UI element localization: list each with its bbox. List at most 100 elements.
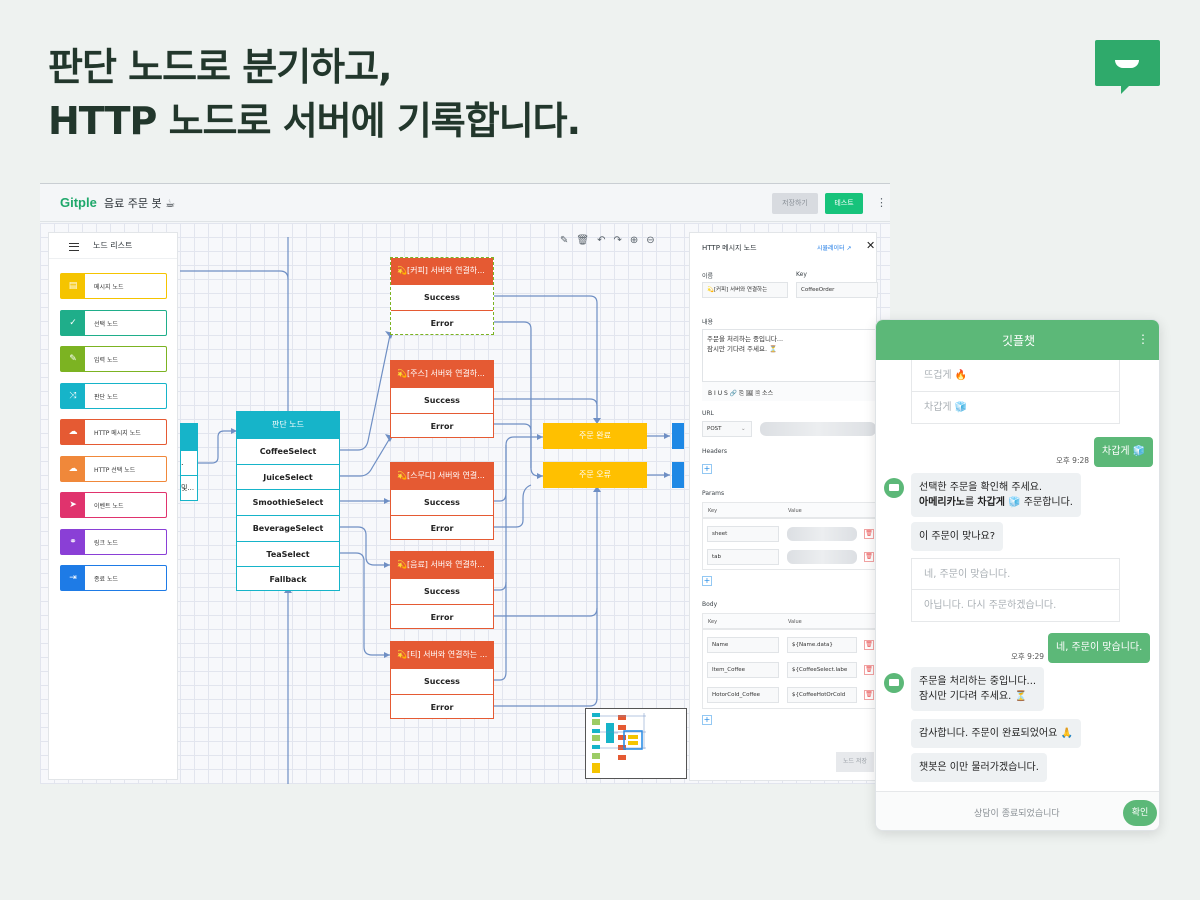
delete-icon[interactable]: 🗑: [864, 665, 874, 675]
save-button[interactable]: 저장하기: [772, 193, 818, 214]
choice-option[interactable]: 뜨겁게 🔥: [911, 360, 1120, 392]
param-value[interactable]: [787, 550, 857, 564]
param-key[interactable]: sheet: [707, 526, 779, 542]
partial-node[interactable]: . 및...: [180, 423, 198, 501]
delete-icon[interactable]: 🗑: [864, 552, 874, 562]
zoom-in-icon[interactable]: ⊕: [629, 235, 647, 246]
judge-row-juice[interactable]: JuiceSelect: [237, 463, 339, 490]
zoom-out-icon[interactable]: ⊖: [646, 235, 663, 246]
partial-node-row: 및...: [181, 475, 197, 500]
url-field[interactable]: [760, 422, 876, 436]
body-key[interactable]: HotorCold_Coffee: [707, 687, 779, 703]
judge-node[interactable]: 판단 노드 CoffeeSelect JuiceSelect SmoothieS…: [236, 411, 340, 591]
bot-message-line: 아메리카노를 차갑게 🧊 주문합니다.: [919, 495, 1073, 510]
editor-toolbar[interactable]: B I U S 🔗 ⎘ 🖼 🗎 소스: [702, 381, 876, 401]
http-node-beverage[interactable]: 💫[음료] 서버와 연결하... Success Error: [390, 551, 494, 629]
wire: [340, 334, 391, 451]
more-menu-icon[interactable]: ⋮: [876, 196, 887, 209]
body-value[interactable]: ${Name.data}: [787, 637, 857, 653]
judge-row-smoothie[interactable]: SmoothieSelect: [237, 489, 339, 515]
trash-icon[interactable]: 🗑: [576, 235, 598, 246]
http-node-success[interactable]: Success: [391, 284, 493, 310]
choice-option[interactable]: 차갑게 🧊: [911, 392, 1120, 424]
save-node-button[interactable]: 노드 저장: [836, 752, 874, 772]
pencil-icon[interactable]: ✎: [560, 235, 577, 246]
wire: [180, 270, 289, 280]
params-header: Key Value: [702, 502, 876, 518]
http-node-error[interactable]: Error: [391, 310, 493, 336]
more-menu-icon[interactable]: ⋮: [1137, 332, 1149, 346]
judge-row-beverage[interactable]: BeverageSelect: [237, 515, 339, 541]
http-node-error[interactable]: Error: [391, 694, 493, 720]
node-list-item[interactable]: ⤨판단 노드: [60, 382, 167, 409]
node-list-item[interactable]: ⇥종료 노드: [60, 565, 167, 591]
undo-icon[interactable]: ↶: [597, 235, 614, 246]
redo-icon[interactable]: ↷: [613, 235, 630, 246]
add-header-button[interactable]: +: [702, 464, 712, 474]
http-node-coffee[interactable]: 💫[커피] 서버와 연결하... Success Error: [390, 257, 494, 335]
http-node-error[interactable]: Error: [391, 413, 493, 439]
node-list-item[interactable]: ☁HTTP 메시지 노드: [60, 419, 167, 445]
wire: [494, 484, 532, 528]
choice-option[interactable]: 아닙니다. 다시 주문하겠습니다.: [911, 590, 1120, 622]
body-value[interactable]: ${CoffeeHotOrCold: [787, 687, 857, 703]
body-key[interactable]: Name: [707, 637, 779, 653]
http-node-title: 💫[스무디] 서버와 연결...: [391, 463, 493, 489]
delete-icon[interactable]: 🗑: [864, 690, 874, 700]
confirm-button[interactable]: 확인: [1123, 800, 1157, 826]
wire: [494, 398, 598, 422]
judge-row-tea[interactable]: TeaSelect: [237, 540, 339, 567]
key-label: Key: [796, 271, 807, 278]
simulator-link[interactable]: 시뮬레이터 ↗: [817, 245, 852, 252]
key-field[interactable]: CoffeeOrder: [796, 282, 878, 298]
node-list-item-label: HTTP 선택 노드: [94, 466, 136, 474]
bot-message: 이 주문이 맞나요?: [911, 522, 1004, 551]
add-body-button[interactable]: +: [702, 715, 712, 725]
choice-option[interactable]: 네, 주문이 맞습니다.: [911, 558, 1120, 590]
method-select[interactable]: POST⌄: [702, 421, 752, 437]
end-node[interactable]: [672, 462, 684, 488]
order-error-node[interactable]: 주문 오류: [543, 462, 647, 488]
param-key[interactable]: tab: [707, 549, 779, 565]
judge-row-fallback[interactable]: Fallback: [237, 566, 339, 592]
add-param-button[interactable]: +: [702, 576, 712, 586]
close-icon[interactable]: ✕: [866, 239, 876, 252]
node-list-item[interactable]: ✎입력 노드: [60, 346, 167, 372]
flow-canvas[interactable]: . 및... 판단 노드 CoffeeSelect JuiceSelect Sm…: [40, 223, 890, 784]
body-key[interactable]: Item_Coffee: [707, 662, 779, 678]
body-value[interactable]: ${CoffeeSelect.labe: [787, 662, 857, 678]
node-list-item[interactable]: ➤이벤트 노드: [60, 492, 167, 518]
http-node-success[interactable]: Success: [391, 387, 493, 413]
node-list-item[interactable]: ✓선택 노드: [60, 309, 167, 336]
test-button[interactable]: 테스트: [825, 193, 863, 214]
name-field[interactable]: 💫[커피] 서버와 연결하는: [702, 282, 788, 298]
delete-icon[interactable]: 🗑: [864, 640, 874, 650]
http-node-juice[interactable]: 💫[주스] 서버와 연결하... Success Error: [390, 360, 494, 438]
order-complete-node[interactable]: 주문 완료: [543, 423, 647, 449]
message-time: 오후 9:28: [1056, 456, 1090, 465]
highlight-text: 아메리카노: [919, 497, 965, 508]
delete-icon[interactable]: 🗑: [864, 529, 874, 539]
cloud-upload-icon: ☁: [61, 456, 85, 481]
end-node[interactable]: [672, 423, 684, 449]
node-list-item[interactable]: ⚭링크 노드: [60, 528, 167, 555]
node-list-item[interactable]: ▤메시지 노드: [60, 273, 167, 299]
http-node-success[interactable]: Success: [391, 668, 493, 694]
menu-icon[interactable]: [69, 243, 79, 251]
judge-row-coffee[interactable]: CoffeeSelect: [237, 438, 339, 464]
http-node-tea[interactable]: 💫[티] 서버와 연결하는 ... Success Error: [390, 641, 494, 719]
http-node-error[interactable]: Error: [391, 515, 493, 541]
http-node-success[interactable]: Success: [391, 578, 493, 604]
content-label: 내용: [702, 319, 714, 326]
node-list-panel: 노드 리스트 ▤메시지 노드✓선택 노드✎입력 노드⤨판단 노드☁HTTP 메시…: [48, 232, 178, 780]
top-bar: Gitple 음료 주문 봇 ☕ 저장하기 테스트 ⋮: [40, 184, 890, 222]
http-node-smoothie[interactable]: 💫[스무디] 서버와 연결... Success Error: [390, 462, 494, 540]
http-node-success[interactable]: Success: [391, 489, 493, 515]
param-value[interactable]: [787, 527, 857, 541]
bot-name: 음료 주문 봇 ☕: [104, 197, 175, 210]
wire: [494, 295, 598, 422]
node-list-item[interactable]: ☁ HTTP 선택 노드: [60, 455, 167, 482]
minimap[interactable]: [585, 708, 687, 779]
node-list-item-label: 이벤트 노드: [94, 503, 124, 510]
http-node-error[interactable]: Error: [391, 604, 493, 630]
